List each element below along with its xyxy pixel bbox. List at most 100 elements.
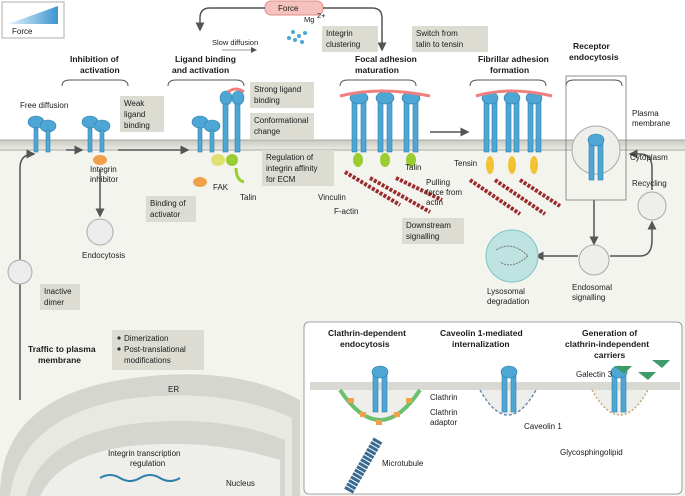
- svg-text:Post-translational: Post-translational: [124, 345, 186, 354]
- header-receptor-line2: endocytosis: [569, 52, 619, 62]
- label-factin: F-actin: [334, 207, 358, 216]
- microtubule-shape: [343, 437, 383, 495]
- label-pulling-1: Pulling: [426, 178, 450, 187]
- label-caveolin1: Caveolin 1: [524, 422, 562, 431]
- label-lysosomal-2: degradation: [487, 297, 529, 306]
- ecm-ligand-focal: [339, 89, 431, 98]
- clathrin-adaptor-shapes: [348, 398, 412, 425]
- clathrin-integrin: [371, 365, 389, 413]
- callout-regulation: Regulation of integrin affinity for ECM: [262, 150, 334, 186]
- force-legend: Force: [1, 1, 65, 39]
- header-fibrillar-line1: Fibrillar adhesion: [478, 54, 549, 64]
- label-clathrin-adaptor-2: adaptor: [430, 418, 457, 427]
- label-plasma-membrane-2: membrane: [632, 119, 671, 128]
- callout-downstream: Downstream signalling: [402, 218, 464, 244]
- label-tensin: Tensin: [454, 159, 477, 168]
- f-actin: [343, 170, 562, 216]
- label-galectin3: Galectin 3: [576, 370, 613, 379]
- svg-text:ligand: ligand: [124, 110, 145, 119]
- label-lysosomal-1: Lysosomal: [487, 287, 525, 296]
- callout-strong-ligand: Strong ligand binding: [250, 82, 314, 108]
- svg-text:change: change: [254, 127, 281, 136]
- label-plasma-membrane-1: Plasma: [632, 109, 659, 118]
- fibrillar-integrins: [481, 91, 543, 153]
- dna-strand: [99, 474, 181, 482]
- label-talin-focal: Talin: [405, 163, 421, 172]
- header-ligand-line1: Ligand binding: [175, 54, 236, 64]
- force-box: Force Mg 2+ Slow diffusion: [195, 0, 387, 53]
- activator-shape: [193, 177, 207, 187]
- fak-shape: [211, 154, 225, 166]
- process-arrows: [19, 127, 657, 400]
- label-fak: FAK: [213, 183, 229, 192]
- svg-text:binding: binding: [254, 96, 280, 105]
- header-inhibition-line2: activation: [80, 65, 120, 75]
- caveolin-title-1: Caveolin 1-mediated: [440, 328, 523, 338]
- callout-weak-ligand: Weak ligand binding: [120, 96, 164, 132]
- label-traffic-1: Traffic to plasma: [28, 344, 96, 354]
- svg-text:Weak: Weak: [124, 99, 145, 108]
- integrin-inhibitor-shape: [93, 155, 107, 165]
- svg-text:Conformational: Conformational: [254, 116, 308, 125]
- svg-text:Inactive: Inactive: [44, 287, 72, 296]
- svg-text:Switch from: Switch from: [416, 29, 458, 38]
- label-clathrin-adaptor-1: Clathrin: [430, 408, 458, 417]
- label-endosomal-2: signalling: [572, 293, 605, 302]
- label-integrin-inhibitor-2: inhibitor: [90, 175, 118, 184]
- label-recycling: Recycling: [632, 179, 667, 188]
- svg-text:Integrin: Integrin: [326, 29, 353, 38]
- plasma-membrane: [0, 140, 685, 150]
- ecm-ligand-strong: [227, 87, 245, 94]
- svg-text:modifications: modifications: [124, 356, 171, 365]
- header-ligand-line2: and activation: [172, 65, 229, 75]
- endocytosis-vesicle: [86, 218, 114, 246]
- label-pulling-2: force from: [426, 188, 462, 197]
- svg-text:talin to tensin: talin to tensin: [416, 40, 463, 49]
- endosome: [578, 244, 610, 276]
- svg-text:Downstream: Downstream: [406, 221, 451, 230]
- label-transcription-2: regulation: [130, 459, 165, 468]
- svg-text:dimer: dimer: [44, 298, 64, 307]
- svg-text:Strong ligand: Strong ligand: [254, 85, 301, 94]
- header-focal-line2: maturation: [355, 65, 399, 75]
- talin-shape: [226, 154, 238, 166]
- label-nucleus: Nucleus: [226, 479, 255, 488]
- callout-traffic-bullets: Dimerization Post-translational modifica…: [112, 330, 204, 370]
- force-legend-label: Force: [12, 27, 33, 36]
- receptor-endocytosis-box: [565, 75, 627, 201]
- clathrin-title-1: Clathrin-dependent: [328, 328, 406, 338]
- recycling-vesicle: [637, 191, 667, 221]
- svg-text:for ECM: for ECM: [266, 175, 296, 184]
- lysosome: [485, 229, 539, 283]
- svg-text:Binding of: Binding of: [150, 199, 186, 208]
- svg-text:activator: activator: [150, 210, 181, 219]
- carriers-title-1: Generation of: [582, 328, 637, 338]
- label-vinculin: Vinculin: [318, 193, 346, 202]
- svg-text:binding: binding: [124, 121, 150, 130]
- callout-inactive-dimer: Inactive dimer: [40, 284, 80, 310]
- svg-text:clustering: clustering: [326, 40, 360, 49]
- force-label: Force: [278, 4, 299, 13]
- mg-superscript: 2+: [317, 11, 326, 20]
- label-transcription-1: Integrin transcription: [108, 449, 180, 458]
- label-cytoplasm: Cytoplasm: [630, 153, 668, 162]
- label-free-diffusion: Free diffusion: [20, 101, 68, 110]
- label-endocytosis: Endocytosis: [82, 251, 125, 260]
- header-inhibition-line1: Inhibition of: [70, 54, 119, 64]
- label-traffic-2: membrane: [38, 355, 81, 365]
- mg-label: Mg: [304, 15, 314, 24]
- callout-conformational: Conformational change: [250, 113, 314, 139]
- header-fibrillar-line2: formation: [490, 65, 529, 75]
- talin-focal: [353, 153, 416, 167]
- callout-switch-talin-tensin: Switch from talin to tensin: [412, 26, 488, 52]
- receptor-integrin: [587, 133, 605, 181]
- ecm-ligand-fibrillar: [475, 89, 553, 98]
- mg-ion-cluster: [287, 30, 307, 44]
- svg-text:Regulation of: Regulation of: [266, 153, 314, 162]
- carriers-title-2: clathrin-independent: [565, 339, 649, 349]
- callout-activator: Binding of activator: [146, 196, 196, 222]
- svg-text:signalling: signalling: [406, 232, 439, 241]
- endocytosis-mechanisms-panel: Clathrin-dependent endocytosis Caveolin …: [303, 321, 683, 495]
- er-and-nucleus: [0, 374, 300, 496]
- focal-adhesion-integrins: [349, 91, 421, 153]
